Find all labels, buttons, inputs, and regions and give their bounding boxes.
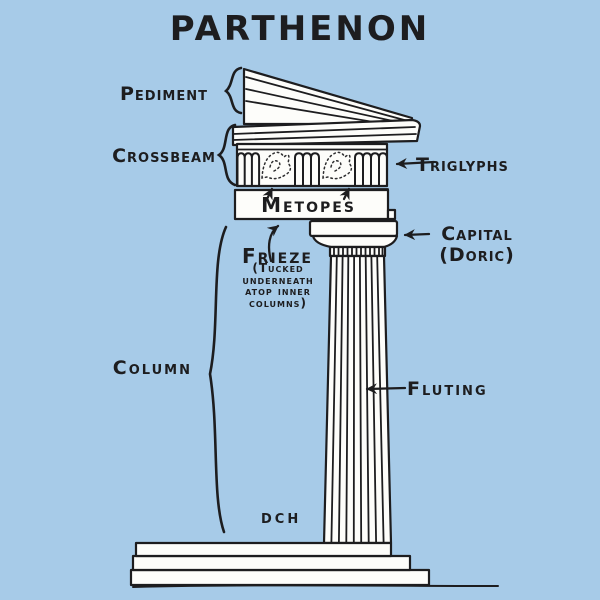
architrave-lip	[386, 208, 397, 221]
frieze-note-line: atop inner	[245, 284, 311, 298]
base-steps	[129, 541, 499, 588]
capital-arrow	[403, 229, 431, 241]
metope-panel-right	[322, 151, 353, 180]
capital-echinus	[311, 234, 399, 249]
cornice-shape	[231, 118, 422, 147]
step-top	[134, 541, 393, 558]
ground-line	[132, 584, 499, 588]
label-frieze: Frieze	[242, 244, 313, 268]
column-brace	[208, 225, 228, 534]
step-bottom	[129, 568, 431, 587]
triglyph-left	[236, 152, 261, 186]
frieze-note-line: underneath	[242, 272, 314, 287]
step-middle	[131, 554, 412, 572]
label-frieze-note: (Tucked underneath atop inner columns)	[217, 261, 339, 310]
architrave-box	[233, 188, 397, 221]
triglyph-right	[354, 152, 388, 186]
label-pediment: Pediment	[120, 83, 208, 105]
frieze-note-line: (Tucked	[252, 261, 304, 275]
frieze-band	[235, 142, 389, 191]
label-column: Column	[112, 357, 192, 379]
pediment-rake-line-1	[245, 76, 409, 122]
artist-signature: DCH	[261, 512, 302, 527]
capital-shape	[308, 219, 399, 258]
pediment-brace	[223, 66, 243, 115]
frieze-arrow	[266, 224, 280, 263]
page-title: PARTHENON	[169, 9, 431, 49]
architrave-outline	[233, 188, 390, 221]
crossbeam-brace	[216, 123, 237, 187]
metopes-arrow-right	[339, 187, 351, 201]
metope-panel-left	[261, 151, 292, 180]
cornice-line-1	[232, 126, 416, 135]
label-fluting: Fluting	[407, 378, 488, 400]
metopes-arrow-left	[262, 187, 274, 201]
metope-left-detail	[269, 160, 281, 172]
fluting-arrow	[365, 383, 407, 395]
triglyphs-arrow	[395, 157, 436, 169]
label-capital: Capital (Doric)	[427, 224, 527, 266]
pediment-rake-line-2	[245, 88, 403, 124]
triglyph-middle	[294, 152, 320, 186]
label-crossbeam: Crossbeam	[112, 145, 216, 167]
label-capital-sub: (Doric)	[439, 244, 515, 266]
capital-abacus	[308, 219, 399, 238]
cornice-line-2	[232, 133, 417, 141]
fluting-lines	[330, 256, 385, 543]
label-capital-text: Capital	[441, 223, 513, 245]
pediment-shape	[242, 67, 414, 126]
label-metopes: Metopes	[261, 193, 356, 217]
metope-right-detail	[330, 160, 342, 172]
label-triglyphs: Triglyphs	[416, 154, 509, 176]
capital-annulet-ticks	[333, 247, 384, 256]
frieze-note-line: columns)	[249, 295, 307, 310]
